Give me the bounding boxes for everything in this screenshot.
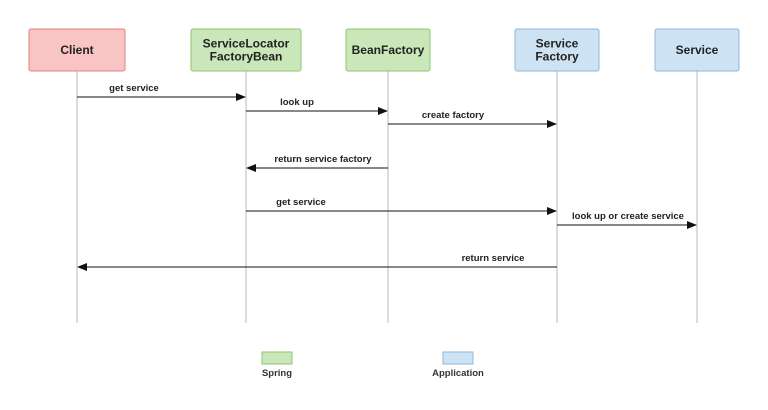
lifelines <box>76 71 698 323</box>
legend-item-application: Application <box>432 351 484 379</box>
message-label: create factory <box>422 110 485 121</box>
participant-label: Service <box>676 43 719 57</box>
legend-label: Spring <box>262 368 292 379</box>
participant-service: Service <box>654 28 740 72</box>
legend-label: Application <box>432 368 484 379</box>
message-4: return service factory <box>246 154 388 172</box>
participant-box <box>190 28 302 72</box>
message-label: look up or create service <box>572 211 684 222</box>
message-3: create factory <box>388 110 557 128</box>
legend-swatch <box>261 351 293 365</box>
message-label: get service <box>276 197 326 208</box>
participant-label: FactoryBean <box>210 50 283 64</box>
message-label: return service factory <box>274 154 372 165</box>
participant-box <box>514 28 600 72</box>
participant-label: BeanFactory <box>352 43 425 57</box>
participant-box <box>28 28 126 72</box>
messages: get service look up create factory return s… <box>77 83 697 271</box>
message-6: look up or create service <box>557 211 697 229</box>
legend-swatch <box>442 351 474 365</box>
message-5: get service <box>246 197 557 215</box>
participant-box <box>345 28 431 72</box>
participant-client: Client <box>28 28 126 72</box>
participant-label: Service <box>536 37 579 51</box>
message-label: look up <box>280 97 314 108</box>
legend: Spring Application <box>261 351 484 379</box>
message-2: look up <box>246 97 388 115</box>
message-label: get service <box>109 83 159 94</box>
message-7: return service <box>77 253 557 271</box>
participant-label: Factory <box>535 50 579 64</box>
participant-label: Client <box>60 43 93 57</box>
participant-bean-factory: BeanFactory <box>345 28 431 72</box>
message-1: get service <box>77 83 246 101</box>
legend-item-spring: Spring <box>261 351 293 379</box>
participant-label: ServiceLocator <box>203 37 290 51</box>
message-label: return service <box>462 253 525 264</box>
participant-box <box>654 28 740 72</box>
